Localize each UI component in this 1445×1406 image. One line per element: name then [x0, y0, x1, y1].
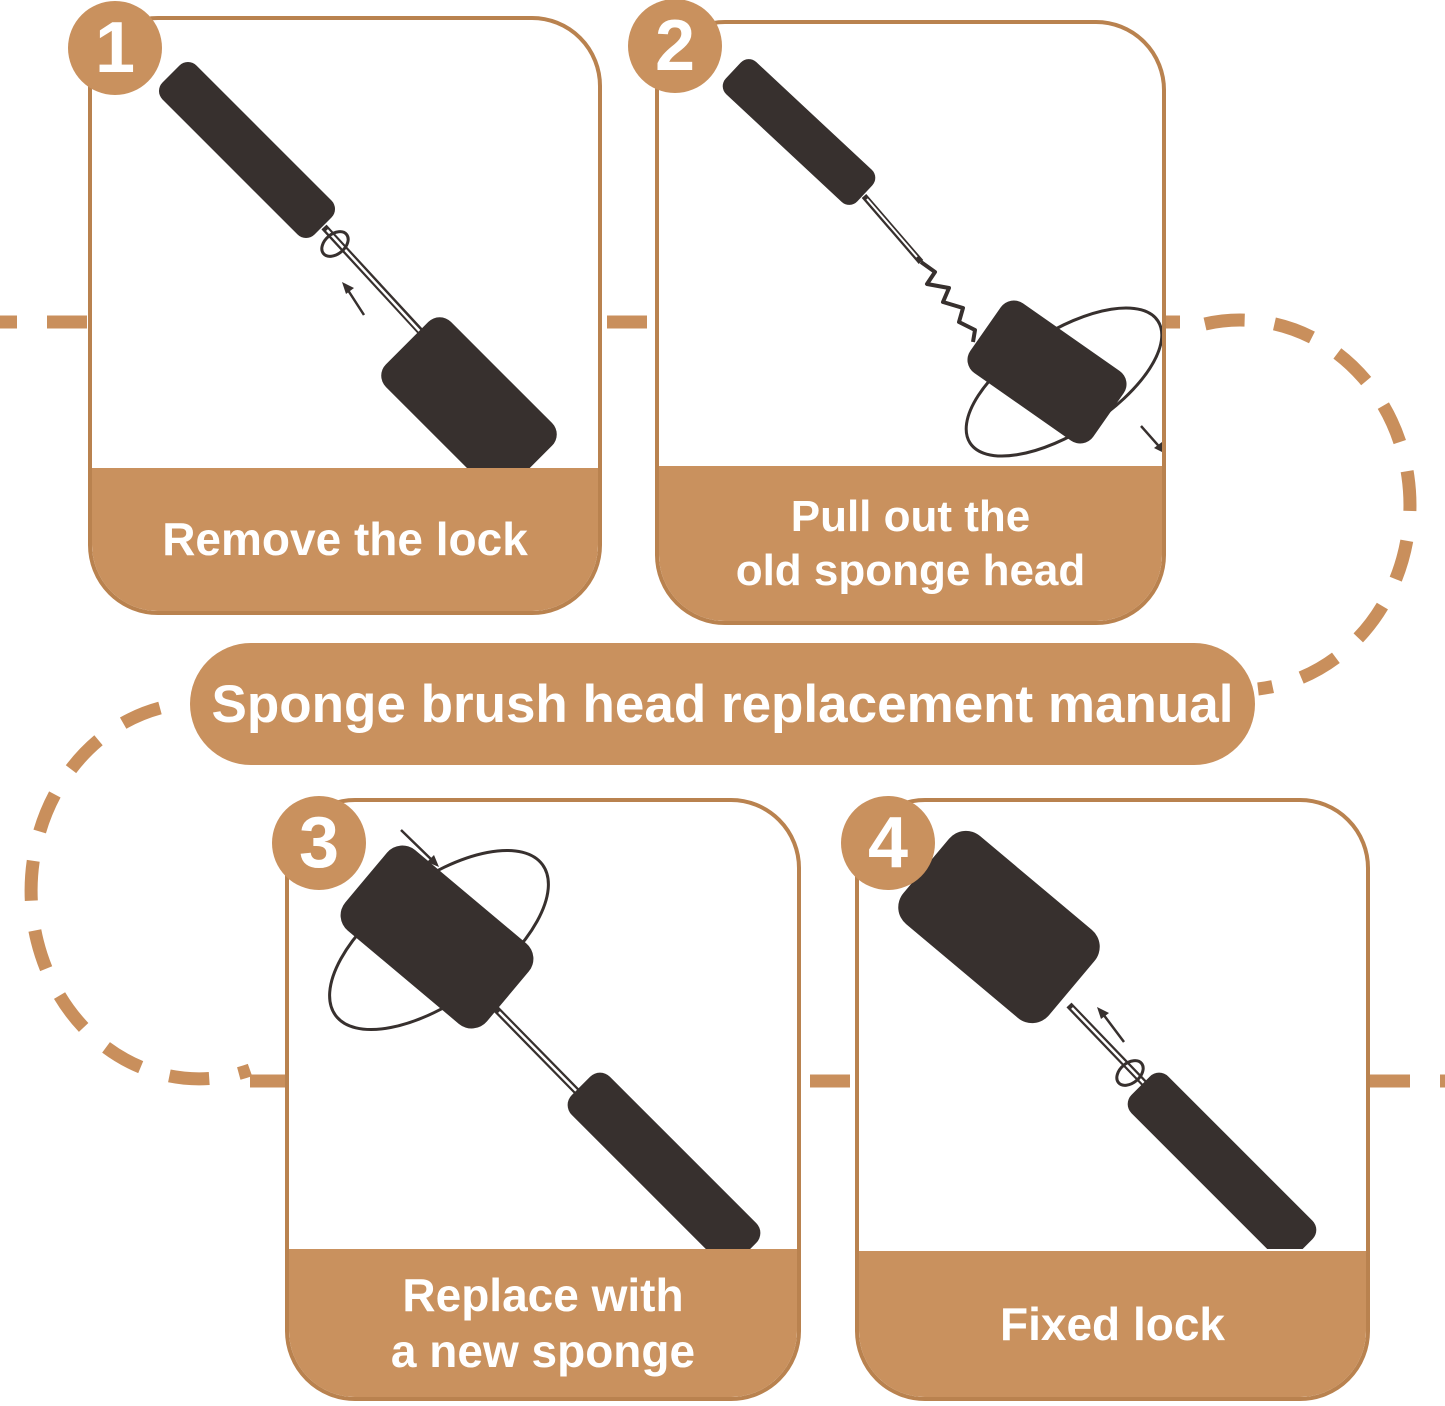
step-panel-1: Remove the lock — [88, 16, 602, 615]
brush-handle — [158, 61, 336, 239]
direction-arrow — [400, 829, 436, 864]
brush-fixed-lock-illustration — [898, 830, 1317, 1249]
step-caption-2: Pull out the old sponge head — [659, 466, 1162, 621]
brush-handle — [1127, 1072, 1317, 1249]
step-number: 2 — [654, 6, 696, 86]
lock-ring-icon — [320, 230, 350, 258]
step-caption-1: Remove the lock — [92, 468, 598, 611]
step-caption-3: Replace with a new sponge — [289, 1249, 797, 1397]
step-panel-2: Pull out the old sponge head — [655, 20, 1166, 625]
step-number: 4 — [867, 803, 909, 883]
sponge-head — [898, 830, 1100, 1024]
brush-remove-lock-illustration — [158, 61, 557, 468]
step-number-badge-3: 3 — [272, 796, 366, 890]
brush-handle — [722, 59, 876, 205]
brush-new-sponge-illustration — [328, 829, 761, 1249]
step-number: 1 — [94, 8, 136, 88]
twisted-wire — [919, 260, 977, 343]
caption-text: Fixed lock — [1000, 1297, 1225, 1350]
step-number-badge-2: 2 — [628, 0, 722, 93]
brush-handle — [567, 1072, 761, 1249]
sponge-head — [340, 845, 534, 1029]
step-caption-4: Fixed lock — [859, 1251, 1366, 1397]
brush-pull-sponge-illustration — [722, 59, 1162, 458]
step-number-badge-1: 1 — [68, 1, 162, 95]
caption-text: Pull out the — [790, 491, 1031, 541]
title-banner: Sponge brush head replacement manual — [190, 643, 1255, 765]
caption-text: Replace with — [402, 1268, 684, 1321]
step-panel-4: Fixed lock — [855, 798, 1370, 1401]
step-number: 3 — [298, 803, 340, 883]
caption-text: Remove the lock — [162, 513, 528, 566]
step-number-badge-4: 4 — [841, 796, 935, 890]
caption-text: a new sponge — [390, 1325, 696, 1377]
caption-text: old sponge head — [735, 545, 1086, 595]
step-panel-3: Replace with a new sponge — [285, 798, 801, 1401]
sponge-head — [967, 300, 1127, 444]
lock-ring-icon — [1115, 1059, 1145, 1087]
sponge-head — [381, 317, 557, 468]
banner-title: Sponge brush head replacement manual — [211, 674, 1234, 734]
